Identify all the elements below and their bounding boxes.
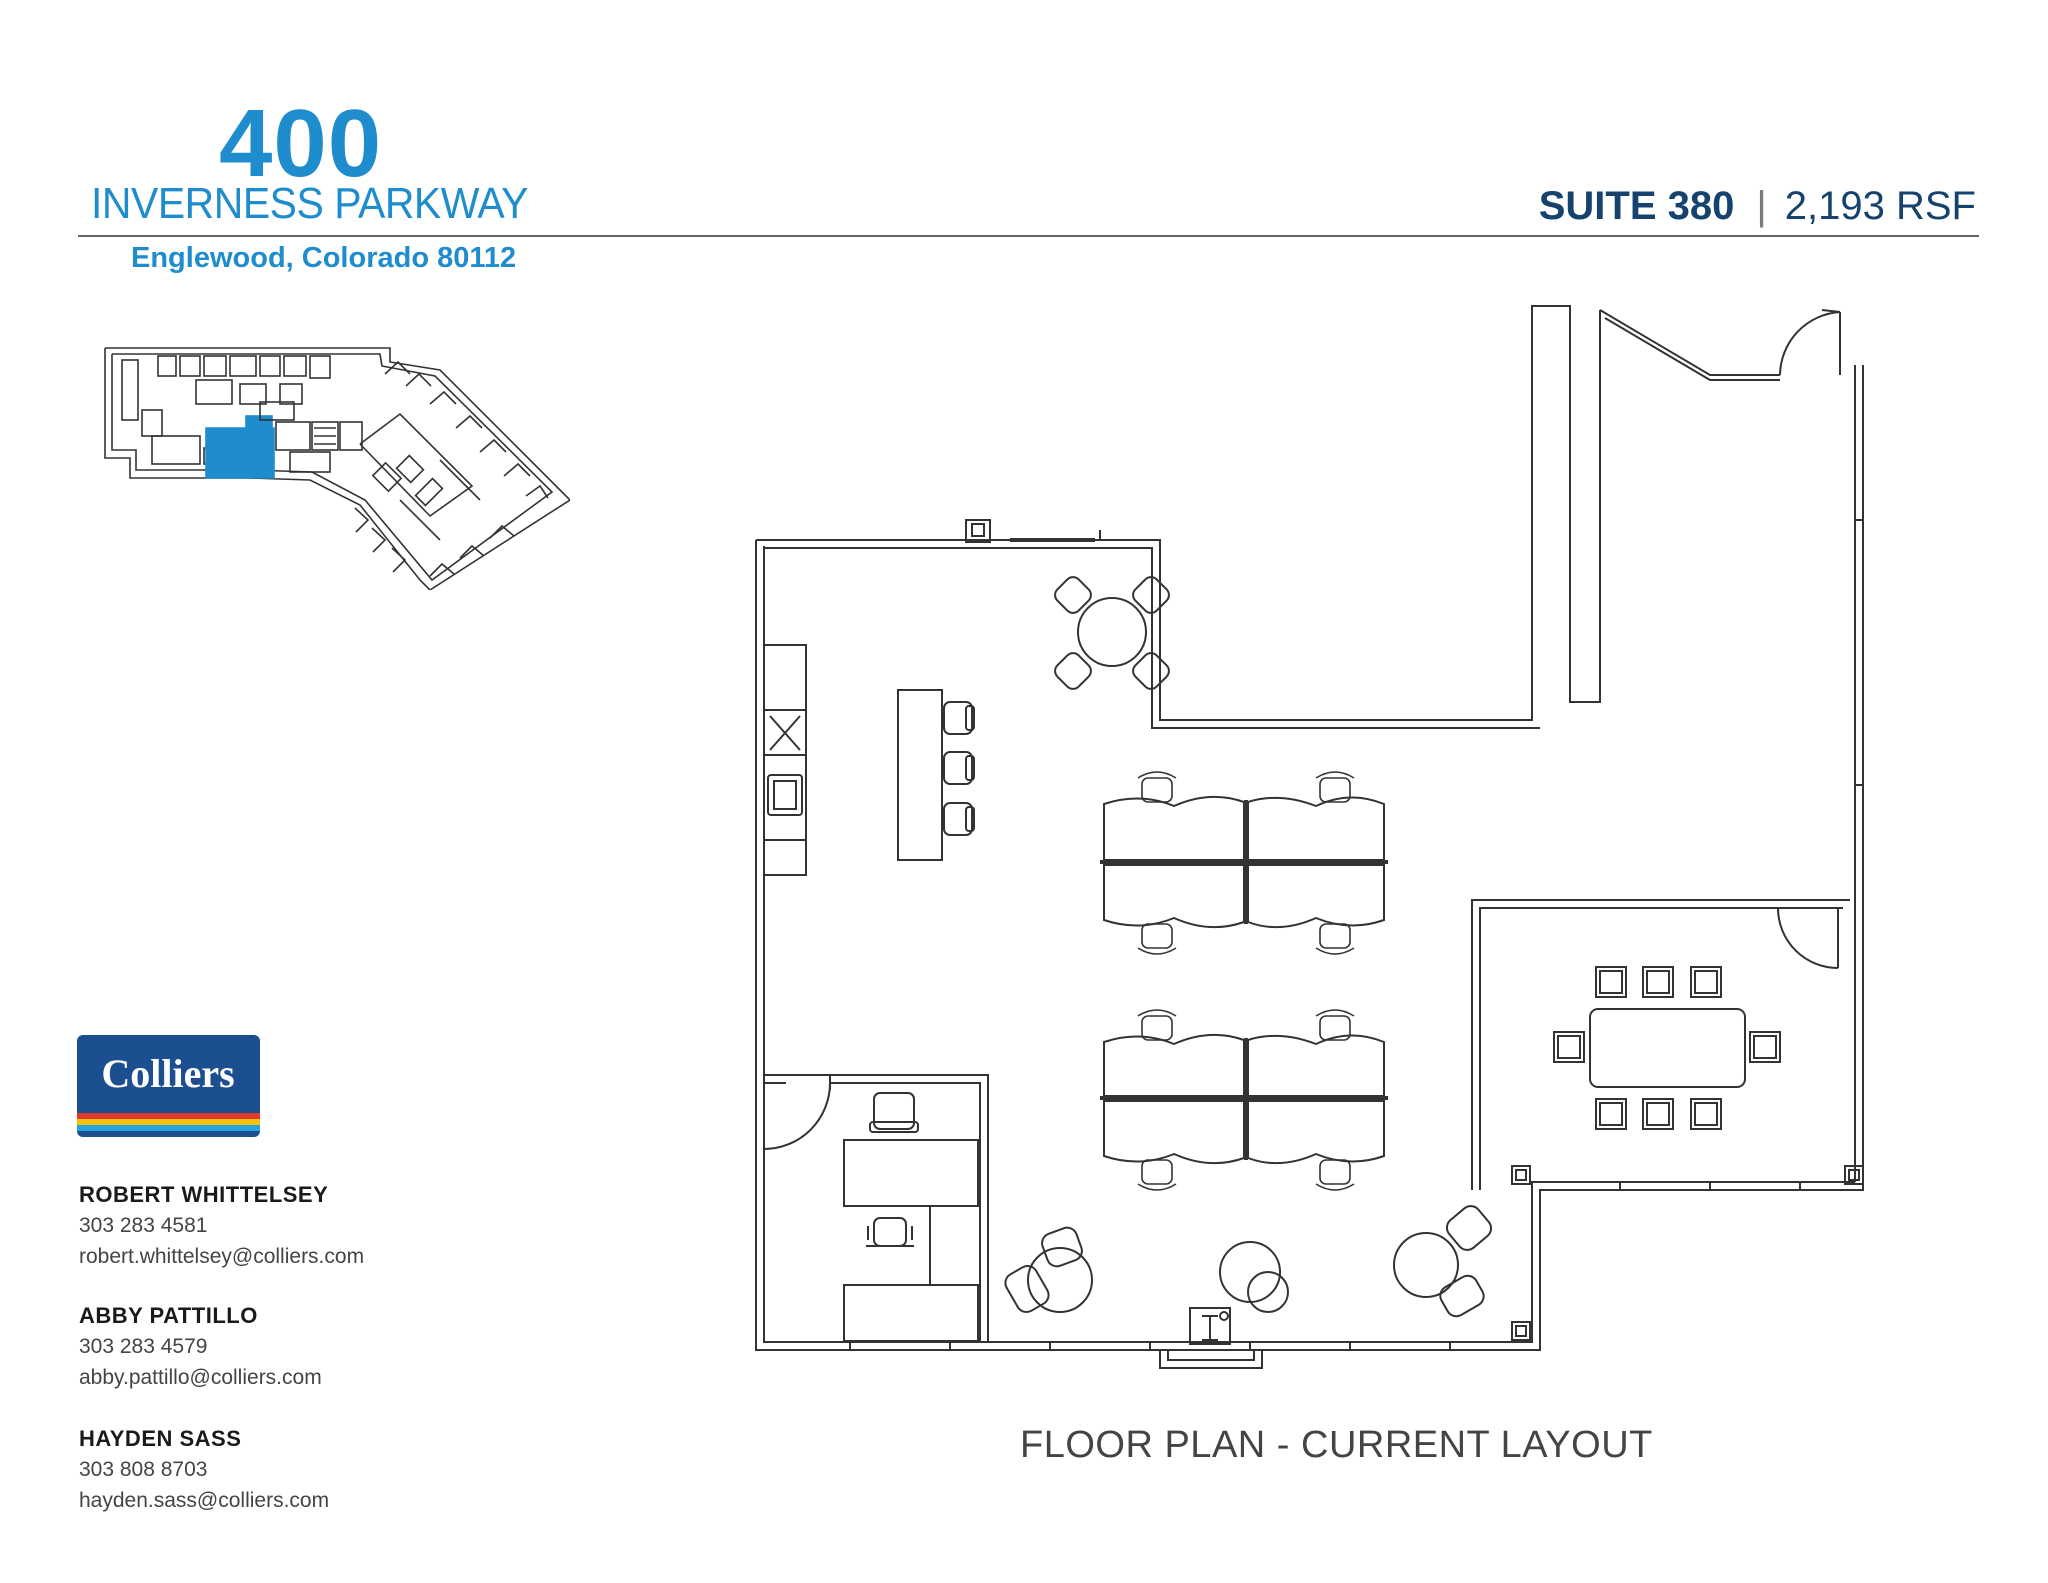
contact-email[interactable]: robert.whittelsey@colliers.com	[79, 1245, 365, 1268]
workstation-cluster	[1100, 1009, 1388, 1191]
contact-phone[interactable]: 303 808 8703	[79, 1458, 208, 1481]
lounge-table-center	[1189, 1241, 1289, 1345]
suite-heading: SUITE 380 | 2,193 RSF	[1539, 186, 1976, 226]
contact-card: ROBERT WHITTELSEY 303 283 4581 robert.wh…	[79, 1180, 364, 1272]
lounge-table-right	[1393, 1205, 1493, 1318]
contact-name: ROBERT WHITTELSEY	[79, 1182, 329, 1207]
header-divider	[78, 235, 1979, 237]
conference-table	[1589, 1008, 1746, 1088]
suite-separator: |	[1756, 184, 1767, 228]
plan-walls	[755, 305, 1864, 1369]
kitchen-island	[897, 689, 975, 861]
contact-email[interactable]: hayden.sass@colliers.com	[79, 1489, 330, 1512]
conference-room	[1471, 899, 1850, 1190]
floor-plan-caption: FLOOR PLAN - CURRENT LAYOUT	[1020, 1424, 1653, 1466]
office-credenza	[843, 1284, 979, 1342]
contact-phone[interactable]: 303 283 4581	[79, 1214, 208, 1237]
workstation-cluster	[1100, 771, 1388, 955]
floor-plan-drawing	[755, 305, 1864, 1369]
contact-phone[interactable]: 303 283 4579	[79, 1335, 208, 1358]
colliers-logo-text: Colliers	[101, 1051, 234, 1096]
suite-area: 2,193 RSF	[1784, 184, 1976, 228]
private-office	[763, 1074, 989, 1342]
contact-name: ABBY PATTILLO	[79, 1303, 258, 1328]
building-number: 400	[219, 90, 383, 197]
suite-name: SUITE 380	[1538, 184, 1735, 228]
building-city: Englewood, Colorado 80112	[131, 242, 517, 274]
round-table-4-chairs	[1054, 576, 1170, 690]
lounge-table-left	[1004, 1226, 1093, 1314]
office-desk	[843, 1139, 979, 1207]
building-key-plan	[104, 347, 570, 590]
kitchen-counter	[763, 644, 807, 876]
contact-name: HAYDEN SASS	[79, 1426, 242, 1451]
contact-card: ABBY PATTILLO 303 283 4579 abby.pattillo…	[79, 1301, 322, 1393]
colliers-logo: Colliers	[77, 1035, 260, 1137]
contact-email[interactable]: abby.pattillo@colliers.com	[79, 1366, 322, 1389]
building-street: INVERNESS PARKWAY	[91, 179, 529, 228]
contact-card: HAYDEN SASS 303 808 8703 hayden.sass@col…	[79, 1424, 329, 1516]
